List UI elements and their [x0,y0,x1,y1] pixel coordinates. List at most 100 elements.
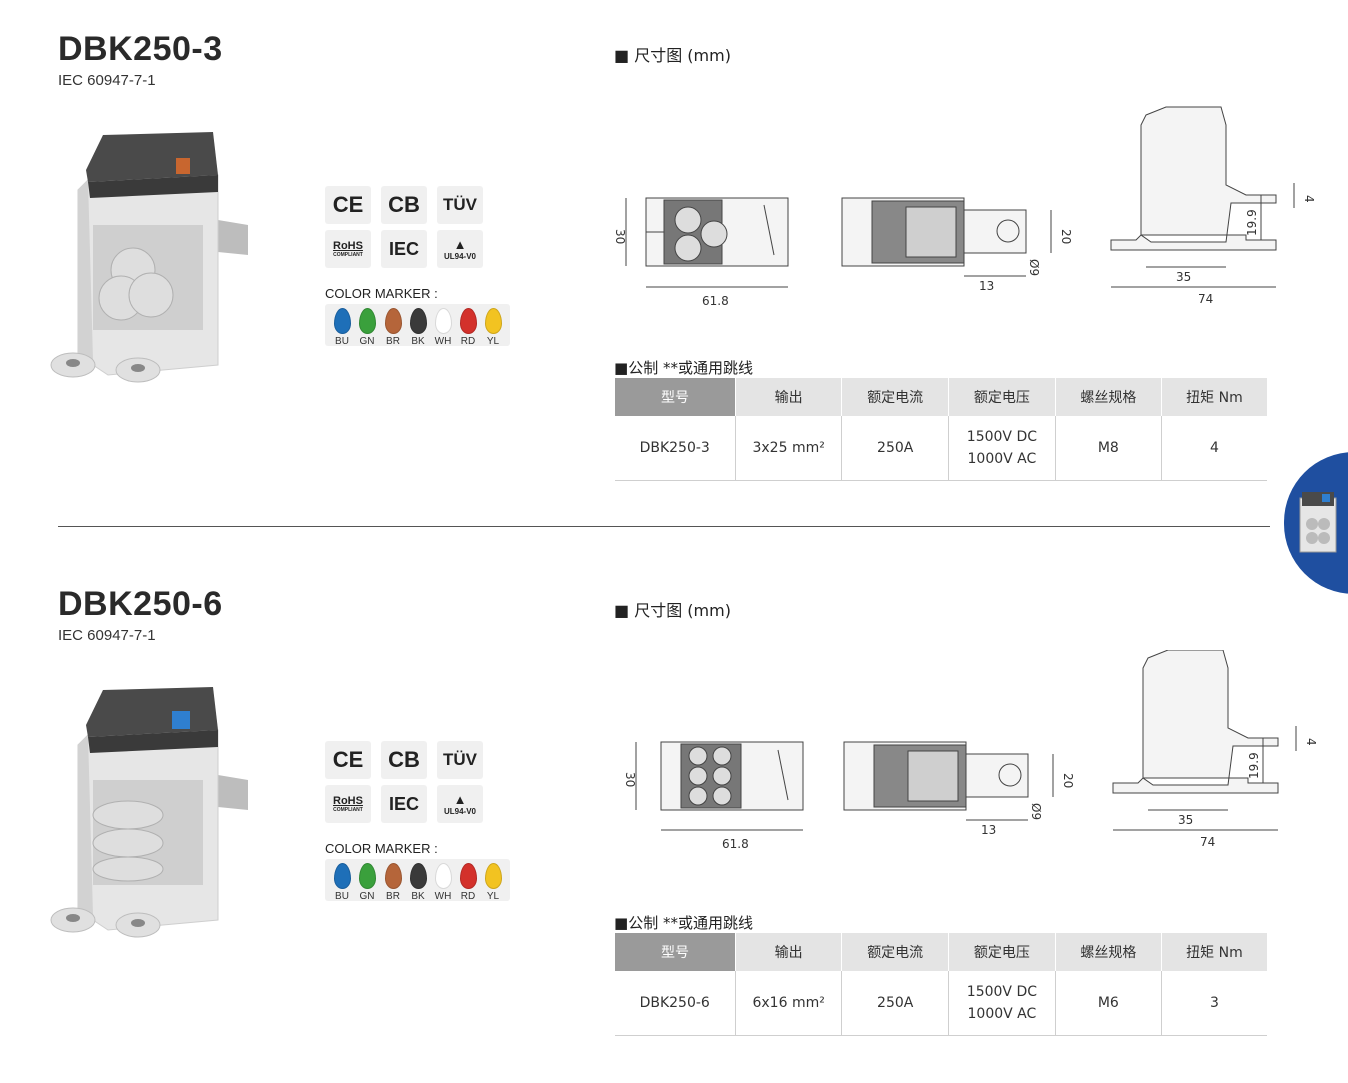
swatch-rd [459,863,477,889]
flame-icon: ▲ [453,792,467,807]
table-row: DBK250-3 3x25 mm² 250A 1500V DC 1000V AC… [614,416,1267,481]
header-output: 输出 [734,933,842,971]
dim-top-label: 4 [1304,738,1318,746]
product-section-2: DBK250-6 IEC 60947-7-1 CE CB TÜV RoHS CO… [0,555,1348,1083]
ce-mark: CE [325,186,371,224]
swatch-bk [409,308,427,334]
spec-table: 型号 输出 额定电流 额定电压 螺丝规格 扭矩 Nm DBK250-3 3x25… [614,378,1267,481]
table-title: ■公制 **或通用跳线 [614,914,753,932]
dim-tablen-label: 13 [979,279,994,293]
front-view-drawing [625,197,789,288]
product-section-1: DBK250-3 IEC 60947-7-1 CE CB TÜV RoHS CO… [0,0,1348,528]
section-divider [58,526,1270,527]
table-header-row: 型号 输出 额定电流 额定电压 螺丝规格 扭矩 Nm [614,933,1267,971]
color-swatches: BU GN BR BK WH RD YL [325,304,510,347]
dim-width-label: 61.8 [702,294,729,308]
cell-screw: M8 [1054,416,1162,481]
square-bullet-icon: ■ [614,914,629,932]
swatch-gn [358,863,376,889]
table-header-row: 型号 输出 额定电流 额定电压 螺丝规格 扭矩 Nm [614,378,1267,416]
dim-hole-label: Ø9 [1029,803,1043,820]
dimension-drawings: 30 61.8 20 Ø9 13 4 19.9 35 74 [623,650,1318,851]
dim-tab-label: 20 [1061,773,1075,788]
product-title: DBK250-6 [58,585,223,623]
swatch-bu [333,863,351,889]
top-view-drawing [841,197,1052,277]
swatch-rd [459,308,477,334]
cell-model: DBK250-3 [614,416,736,481]
dim-sideh-label: 19.9 [1247,752,1261,779]
header-screw: 螺丝规格 [1054,378,1162,416]
header-torque: 扭矩 Nm [1160,378,1267,416]
spec-table: 型号 输出 额定电流 额定电压 螺丝规格 扭矩 Nm DBK250-6 6x16… [614,933,1267,1036]
side-view-drawing [1112,650,1297,831]
swatch-yl [484,308,502,334]
header-current: 额定电流 [841,933,949,971]
square-bullet-icon: ■ [614,601,630,620]
dim-base-label: 35 [1176,270,1191,284]
ul94-mark: ▲ UL94-V0 [437,230,483,268]
color-marker-label: COLOR MARKER : [325,286,438,301]
cell-screw: M6 [1054,971,1162,1036]
header-voltage: 额定电压 [947,378,1056,416]
header-model: 型号 [614,378,736,416]
cell-current: 250A [841,971,949,1036]
top-view-drawing [843,741,1054,821]
dim-tablen-label: 13 [981,823,996,837]
swatch-br [384,863,402,889]
product-standard: IEC 60947-7-1 [58,627,156,644]
swatch-br [384,308,402,334]
cell-model: DBK250-6 [614,971,736,1036]
cell-voltage: 1500V DC 1000V AC [947,971,1056,1036]
header-torque: 扭矩 Nm [1160,933,1267,971]
tuv-mark: TÜV [437,741,483,779]
dim-hole-label: Ø9 [1027,259,1041,276]
square-bullet-icon: ■ [614,46,630,65]
square-bullet-icon: ■ [614,359,629,377]
header-model: 型号 [614,933,736,971]
iec-mark: IEC [381,785,427,823]
cell-current: 250A [841,416,949,481]
iec-mark: IEC [381,230,427,268]
dimension-drawings: 30 61.8 20 Ø9 13 4 19.9 35 74 [613,106,1316,308]
dim-top-label: 4 [1302,195,1316,203]
product-image [50,687,248,938]
rohs-mark: RoHS COMPLIANT [325,785,371,823]
dim-width-label: 61.8 [722,837,749,851]
cell-torque: 3 [1160,971,1267,1036]
header-current: 额定电流 [841,378,949,416]
dim-height-label: 30 [613,229,627,244]
cb-mark: CB [381,186,427,224]
dim-height-label: 30 [623,772,637,787]
cell-voltage: 1500V DC 1000V AC [947,416,1056,481]
product-image [50,132,248,383]
product-standard: IEC 60947-7-1 [58,72,156,89]
rohs-mark: RoHS COMPLIANT [325,230,371,268]
product-title: DBK250-3 [58,30,223,68]
ul94-mark: ▲ UL94-V0 [437,785,483,823]
cell-output: 3x25 mm² [734,416,842,481]
ce-mark: CE [325,741,371,779]
color-marker-label: COLOR MARKER : [325,841,438,856]
dim-tab-label: 20 [1059,229,1073,244]
tuv-mark: TÜV [437,186,483,224]
swatch-bu [333,308,351,334]
swatch-yl [484,863,502,889]
cell-torque: 4 [1160,416,1267,481]
table-row: DBK250-6 6x16 mm² 250A 1500V DC 1000V AC… [614,971,1267,1036]
swatch-wh [434,863,452,889]
cb-mark: CB [381,741,427,779]
front-view-drawing [635,741,804,831]
header-voltage: 额定电压 [947,933,1056,971]
dim-base-label: 35 [1178,813,1193,827]
color-swatches: BU GN BR BK WH RD YL [325,859,510,902]
dim-depth-label: 74 [1198,292,1213,306]
side-view-drawing [1110,106,1295,288]
dim-depth-label: 74 [1200,835,1215,849]
swatch-gn [358,308,376,334]
terminal-block-icon [1299,492,1337,553]
table-title: ■公制 **或通用跳线 [614,359,753,377]
header-output: 输出 [734,378,842,416]
header-screw: 螺丝规格 [1054,933,1162,971]
swatch-bk [409,863,427,889]
